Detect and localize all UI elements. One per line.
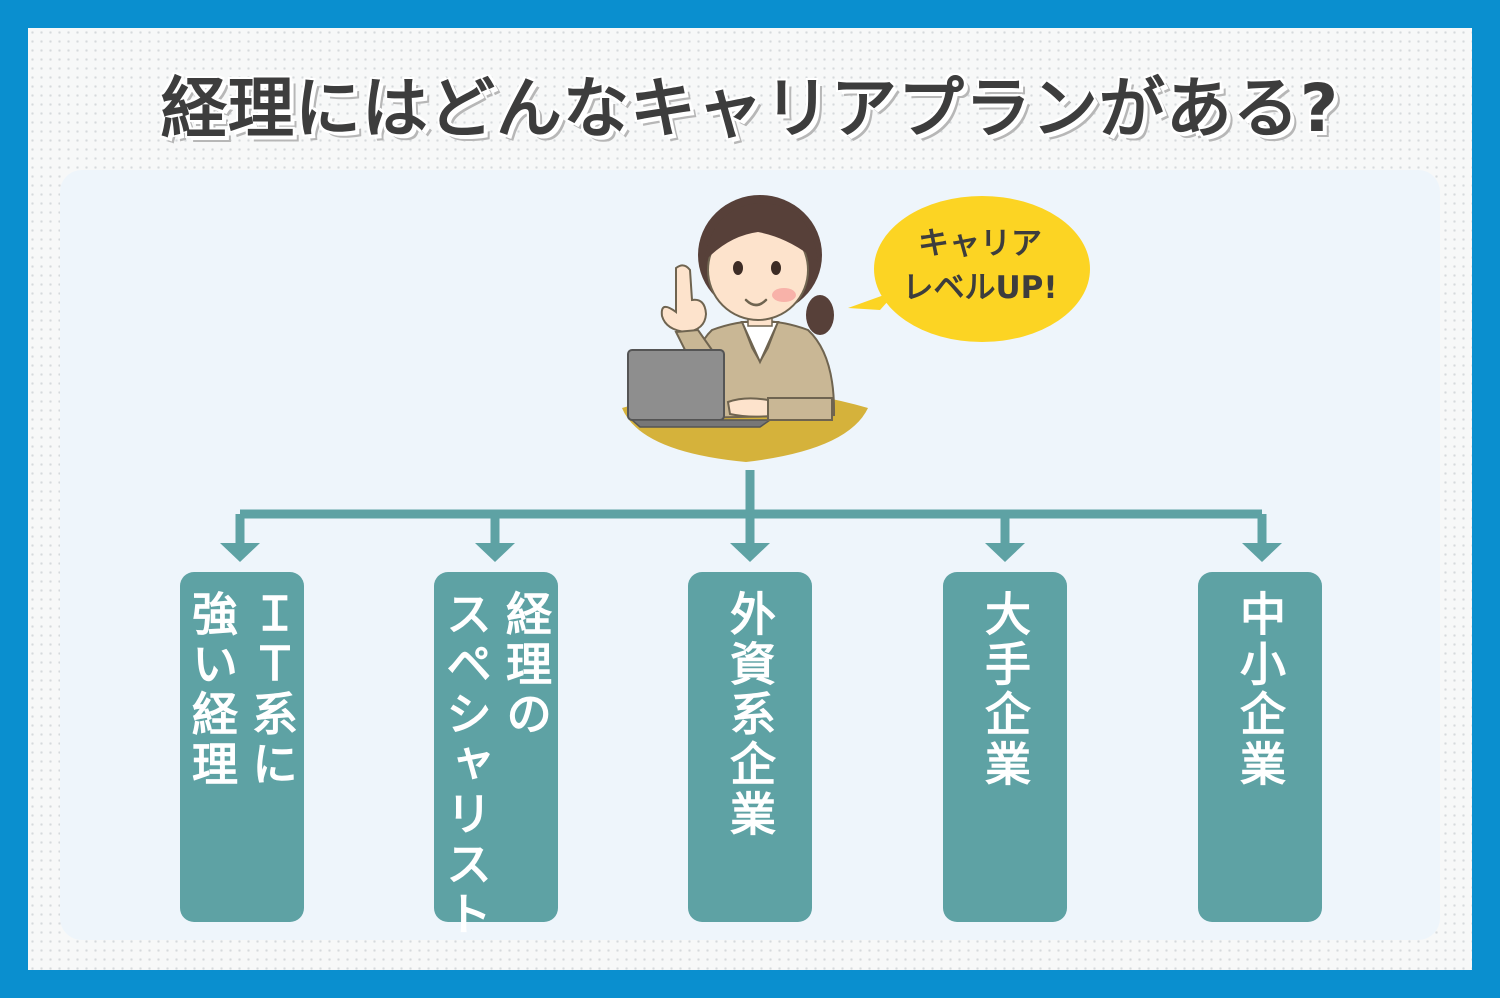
raised-hand <box>660 264 708 334</box>
speech-bubble <box>848 196 1090 342</box>
career-box-it: ＩＴ系に 強い経理 <box>180 572 304 922</box>
arrow-down-icon <box>730 543 770 562</box>
laptop-base <box>630 419 773 428</box>
career-label: 外資系企業 <box>723 590 777 840</box>
career-box-specialist: 経理の スペシャリスト <box>434 572 558 940</box>
career-label: 大手企業 <box>978 590 1032 790</box>
ponytail <box>806 295 834 335</box>
career-label: 経理の スペシャリスト <box>439 590 553 940</box>
blush <box>772 288 796 302</box>
career-box-foreign: 外資系企業 <box>688 572 812 922</box>
arrow-down-icon <box>1242 543 1282 562</box>
laptop-screen <box>627 349 725 421</box>
tree-connector <box>235 470 1267 545</box>
office-worker-illustration <box>622 195 868 462</box>
career-label: ＩＴ系に 強い経理 <box>185 590 299 790</box>
smile <box>744 298 768 307</box>
arrow-heads <box>220 543 1282 562</box>
career-box-small: 中小企業 <box>1198 572 1322 922</box>
page-title: 経理にはどんなキャリアプランがある? <box>160 70 1340 147</box>
arrow-down-icon <box>475 543 515 562</box>
eye-left <box>733 261 743 275</box>
arrow-down-icon <box>220 543 260 562</box>
eye-right <box>771 261 781 275</box>
speech-bubble-text: キャリア レベルUP! <box>902 226 1058 306</box>
arrow-down-icon <box>985 543 1025 562</box>
career-box-large: 大手企業 <box>943 572 1067 922</box>
career-label: 中小企業 <box>1233 590 1287 790</box>
